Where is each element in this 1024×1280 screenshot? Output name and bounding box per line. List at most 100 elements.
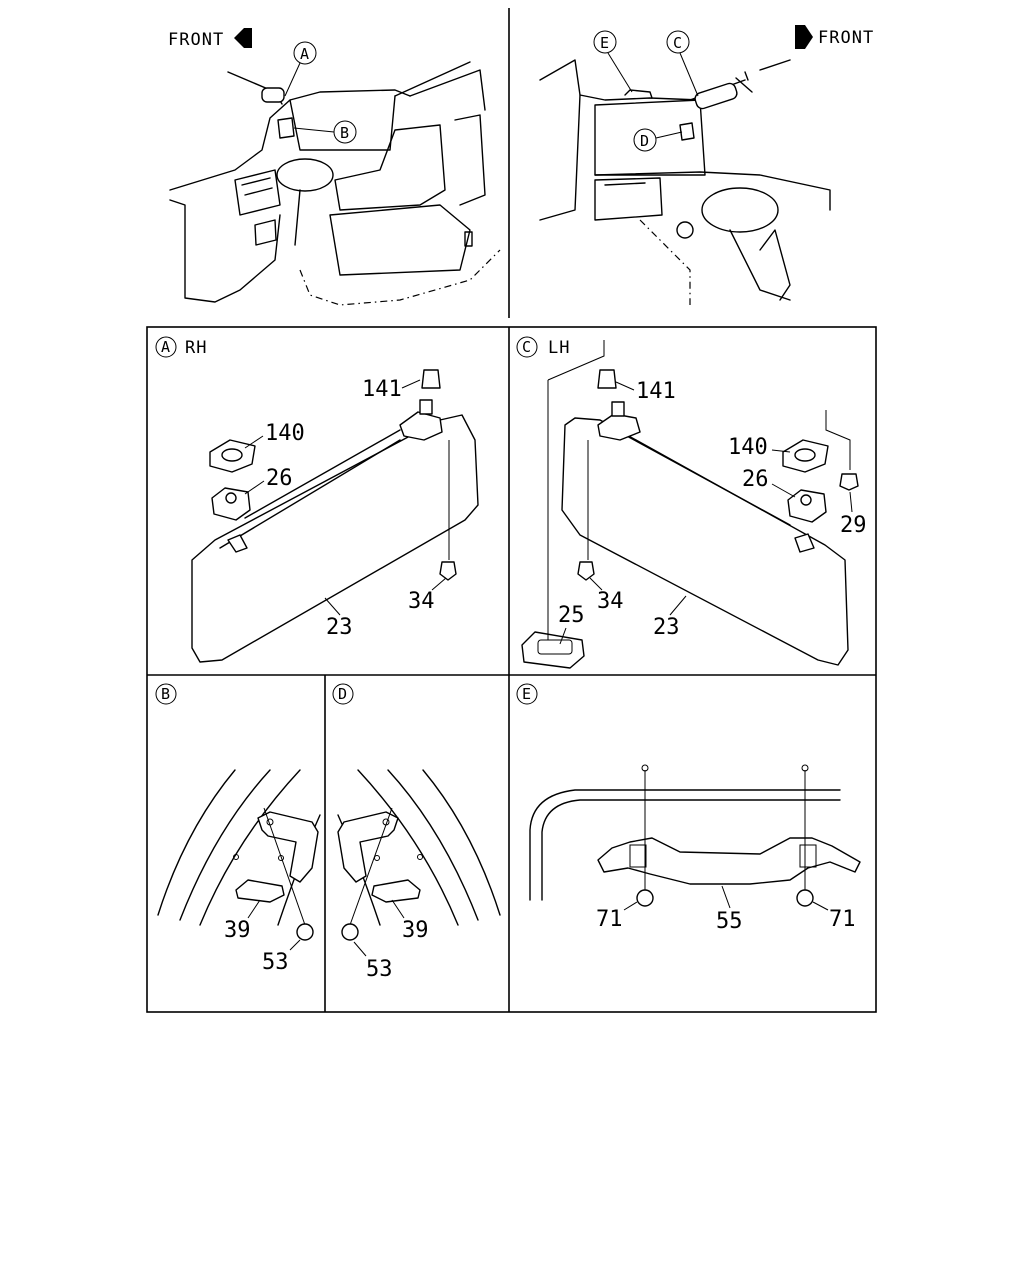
callout-c-label: C <box>673 34 682 52</box>
seat-cushion-left <box>329 204 471 276</box>
part-26-screw-lh <box>800 494 812 506</box>
overview-right: FRONT E C D <box>539 25 873 305</box>
visor-rod-upper-rh <box>244 429 401 519</box>
assist-grip-55 <box>597 837 861 885</box>
callout-c-leader <box>679 52 699 97</box>
callout-b-leader <box>293 127 335 133</box>
visor-rod-rh <box>219 439 401 549</box>
leader-55 <box>721 885 731 909</box>
part-39-d <box>371 879 421 903</box>
steering-column-right <box>729 229 791 301</box>
panel-b-letter-circle <box>155 683 177 705</box>
label-140-rh: 140 <box>265 421 305 446</box>
callout-a-circle <box>293 41 317 65</box>
windshield-right <box>594 99 706 176</box>
panel-a-side-label: RH <box>185 338 207 358</box>
part-39-b <box>235 879 285 903</box>
label-53-d: 53 <box>366 957 393 982</box>
panel-c-side-label: LH <box>548 338 570 358</box>
roof-line-e-1 <box>529 789 841 901</box>
leader-26-rh <box>244 480 265 495</box>
leader-140-rh <box>244 435 264 449</box>
hinge-post-rh <box>419 399 433 415</box>
leader-71-right <box>812 901 829 911</box>
label-26-lh: 26 <box>742 467 769 492</box>
label-141-rh: 141 <box>362 377 402 402</box>
panel-d-letter: D <box>338 685 347 703</box>
visor-hinge-right <box>735 71 753 93</box>
part-53-d <box>341 923 359 941</box>
callout-d-leader <box>655 131 683 139</box>
leader-141-lh <box>615 381 635 391</box>
callout-b-label: B <box>340 124 349 142</box>
roof-hole-e-left <box>641 764 649 772</box>
glovebox-right <box>594 177 663 221</box>
part-71-right <box>796 889 814 907</box>
panel-e: E 71 55 71 <box>516 683 861 934</box>
leader-25-lh <box>559 627 567 645</box>
label-23-rh: 23 <box>326 615 353 640</box>
visor-rod-lh <box>624 434 791 526</box>
panel-d: D 39 53 <box>332 683 501 982</box>
panel-c-letter-circle <box>516 336 538 358</box>
panel-a-rh: A RH 141 140 26 34 23 <box>155 336 479 663</box>
glovebox-left <box>254 219 277 246</box>
a-pillar-right <box>539 94 581 221</box>
callout-e-leader <box>607 52 633 93</box>
sun-visor-lh <box>561 417 849 666</box>
label-26-rh: 26 <box>266 466 293 491</box>
grip-d-right <box>679 122 695 141</box>
hinge-post-lh <box>611 401 625 417</box>
callout-a-leader <box>284 62 301 97</box>
leader-23-lh <box>669 595 687 616</box>
door-frame-left <box>394 61 486 111</box>
leader-39-d <box>391 899 405 919</box>
panel-a-letter: A <box>161 338 170 356</box>
panel-b: B 39 53 <box>155 683 321 975</box>
part-26-lh <box>787 489 827 523</box>
hinge-bracket-lh <box>597 413 641 441</box>
hole-d-2 <box>374 855 380 861</box>
label-23-lh: 23 <box>653 615 680 640</box>
leader-53-d <box>353 941 367 957</box>
leader-23-rh <box>324 597 341 616</box>
leader-34-rh <box>431 577 447 591</box>
grip-b-left <box>277 117 295 139</box>
visor-c-right <box>694 82 738 110</box>
steering-wheel-left <box>276 158 334 192</box>
callout-c-circle <box>666 30 690 54</box>
leader-53-b <box>289 939 301 951</box>
part-29-lh <box>839 473 859 491</box>
seat-back-left <box>334 124 446 211</box>
floor-outline-right <box>639 219 691 305</box>
pillar-line-d-3 <box>357 769 459 926</box>
hole-b-1 <box>233 854 239 860</box>
part-71-left <box>636 889 654 907</box>
panel-d-letter-circle <box>332 683 354 705</box>
label-25-lh: 25 <box>558 603 585 628</box>
part-25-inner-lh <box>537 639 573 655</box>
label-71-right: 71 <box>829 907 856 932</box>
part-25-lh <box>521 631 585 669</box>
label-55: 55 <box>716 909 743 934</box>
leader-29-lh <box>849 491 853 513</box>
grip-bracket-e-right <box>799 844 817 868</box>
dash-top-right <box>594 171 831 211</box>
hole-d-1 <box>417 854 423 860</box>
panel-a-letter-circle <box>155 336 177 358</box>
mirror-a-left <box>261 87 285 103</box>
label-39-b: 39 <box>224 918 251 943</box>
part-140-lh <box>782 439 829 473</box>
front-label-left: FRONT <box>168 30 224 50</box>
roof-line-e-2 <box>541 799 841 901</box>
label-53-b: 53 <box>262 950 289 975</box>
pillar-line-d-1 <box>422 769 501 916</box>
callout-d-circle <box>633 128 657 152</box>
part-140-hole-rh <box>221 448 243 462</box>
callout-e-circle <box>593 30 617 54</box>
dash-front-left <box>169 199 281 303</box>
sun-visor-rh <box>191 414 479 663</box>
grip-handle-d <box>337 811 399 883</box>
pillar-line-b-3 <box>199 769 301 926</box>
part-26-rh <box>211 487 251 521</box>
